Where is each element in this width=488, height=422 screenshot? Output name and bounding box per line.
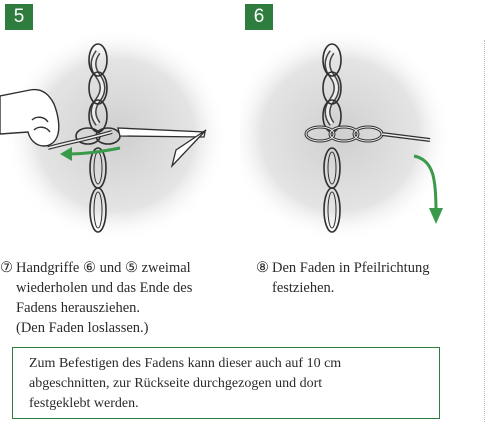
step-5-panel: 5 — [0, 0, 238, 248]
caption-text: Den Faden in Pfeilrichtung — [272, 260, 429, 276]
note-line: abgeschnitten, zur Rückseite durchgezoge… — [29, 374, 439, 394]
note-line: festgeklebt werden. — [29, 394, 439, 414]
caption-line: wiederholen und das Ende des — [0, 278, 236, 298]
step-number-badge: 5 — [5, 4, 33, 30]
tip-note-box: Zum Befestigen des Fadens kann dieser au… — [12, 347, 440, 419]
caption-number: ⑧ — [256, 258, 272, 278]
column-divider — [484, 40, 485, 422]
step-number-badge: 6 — [245, 4, 273, 30]
step-5-illustration — [0, 0, 238, 248]
step-6-illustration — [240, 0, 478, 248]
step-6-panel: 6 — [240, 0, 478, 248]
shadow-backdrop — [240, 27, 452, 243]
note-line: Zum Befestigen des Fadens kann dieser au… — [29, 354, 439, 374]
caption-line: festziehen. — [256, 278, 482, 298]
caption-line: (Den Faden loslassen.) — [0, 318, 236, 338]
caption-number: ⑦ — [0, 258, 16, 278]
caption-line: Fadens herausziehen. — [0, 298, 236, 318]
caption-text: Handgriffe ⑥ und ⑤ zweimal — [16, 260, 191, 276]
